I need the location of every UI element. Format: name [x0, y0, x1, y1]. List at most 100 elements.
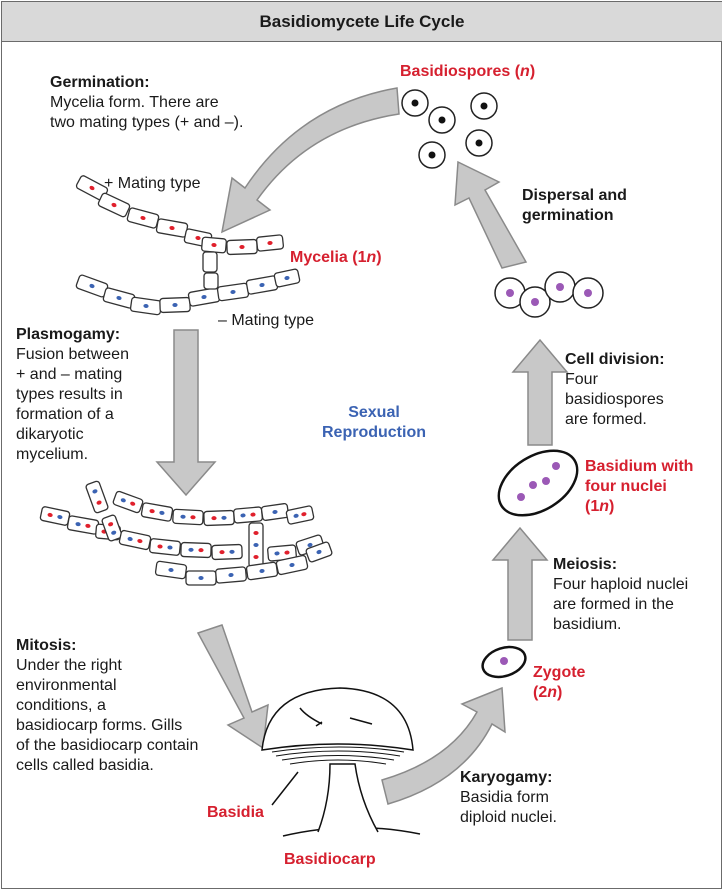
plasmogamy-line: formation of a	[16, 406, 114, 423]
spore	[544, 271, 576, 303]
basidium	[497, 449, 579, 517]
title-bar: Basidiomycete Life Cycle	[2, 2, 722, 42]
hypha-cell	[185, 570, 217, 586]
hypha-cell	[154, 560, 188, 580]
hypha-cell	[260, 502, 290, 522]
minus-mating-label: – Mating type	[218, 312, 315, 329]
zygote-line: (2n)	[533, 683, 585, 703]
arrow-meiosis	[491, 526, 549, 641]
basidium-label: Basidium with four nuclei (1n)	[585, 457, 693, 517]
mushroom-stalk	[317, 763, 379, 833]
hypha-cell	[203, 272, 219, 290]
basidia-label: Basidia	[207, 804, 264, 821]
spore	[401, 89, 429, 117]
dikaryotic-mycelium	[39, 480, 333, 586]
hypha-cell	[159, 296, 191, 314]
cell-division-text: Cell division: Four basidiospores are fo…	[565, 350, 665, 430]
dispersal-line: germination	[522, 207, 614, 224]
hypha-cell	[245, 275, 279, 295]
hypha-cell	[172, 508, 204, 526]
plasmogamy-heading: Plasmogamy:	[16, 326, 121, 343]
cell-division-line: basidiospores	[565, 391, 664, 408]
mitosis-line: basidiocarp forms. Gills	[16, 717, 183, 734]
meiosis-line: basidium.	[553, 616, 622, 633]
four-basidiospores	[494, 271, 604, 318]
center-label-line: Reproduction	[322, 424, 426, 441]
dispersal-line: Dispersal and	[522, 187, 627, 204]
hypha-cell	[126, 207, 160, 229]
cap-ridge-left	[299, 707, 323, 727]
mitosis-line: of the basidiocarp contain	[16, 737, 199, 754]
arrow-plasmogamy	[155, 329, 217, 497]
hypha-cell	[97, 192, 131, 218]
zygote-label: Zygote (2n)	[533, 663, 585, 703]
hypha-cell	[66, 515, 100, 535]
hypha-cell	[101, 514, 123, 542]
spore	[418, 141, 446, 169]
mycelia-name: Mycelia (1	[290, 249, 367, 266]
plasmogamy-line: dikaryotic	[16, 426, 84, 443]
free-basidiospores	[401, 89, 498, 169]
basidia-pointer	[271, 771, 299, 806]
cycle-arrows	[155, 87, 569, 805]
minus-mycelium	[75, 268, 301, 316]
plus-mating-label: + Mating type	[104, 175, 201, 192]
arrow-karyogamy	[381, 686, 506, 805]
germination-line: Mycelia form. There are	[50, 94, 219, 111]
plasmogamy-line: types results in	[16, 386, 123, 403]
hypha-cell	[216, 282, 250, 302]
arrow-dispersal	[454, 160, 528, 269]
plasmogamy-line: Fusion between	[16, 346, 129, 363]
basidiocarp-mushroom	[261, 687, 421, 837]
hypha-cell	[112, 490, 144, 514]
hypha-cell	[148, 538, 182, 556]
cap-ridge-right	[349, 717, 373, 725]
meiosis-heading: Meiosis:	[553, 556, 618, 573]
hypha-cell	[202, 251, 218, 273]
hypha-cell	[39, 506, 71, 526]
basidium-line: (1n)	[585, 497, 693, 517]
mycelia-close: )	[376, 249, 382, 266]
hypha-cell	[75, 274, 109, 298]
mitosis-line: environmental	[16, 677, 117, 694]
hypha-cell	[275, 554, 309, 576]
cell-division-line: are formed.	[565, 411, 647, 428]
hypha-cell	[201, 236, 227, 254]
plasmogamy-line: + and – mating	[16, 366, 123, 383]
mitosis-line: conditions, a	[16, 697, 106, 714]
sexual-reproduction-label: Sexual Reproduction	[322, 403, 426, 443]
hypha-cell	[285, 505, 315, 525]
hypha-cell	[129, 296, 163, 316]
hypha-cell	[140, 502, 174, 522]
cell-division-line: Four	[565, 371, 598, 388]
hypha-cell	[248, 522, 264, 568]
mushroom-gills	[271, 746, 405, 765]
karyogamy-text: Karyogamy: Basidia form diploid nuclei.	[460, 768, 557, 828]
hypha-cell	[245, 561, 279, 581]
basidium-line: Basidium with	[585, 458, 694, 475]
zygote-line: Zygote	[533, 664, 586, 681]
hypha-cell	[255, 234, 285, 252]
zygote-open: (2	[533, 684, 548, 701]
karyogamy-line: diploid nuclei.	[460, 809, 557, 826]
spore	[465, 129, 493, 157]
plasmogamy-line: mycelium.	[16, 446, 89, 463]
hypha-cell	[187, 287, 221, 307]
basidiospores-ploidy: n	[520, 63, 530, 80]
hypha-cell	[118, 529, 152, 551]
zygote	[481, 645, 527, 679]
hypha-cell	[226, 238, 258, 256]
diagram-title: Basidiomycete Life Cycle	[259, 11, 465, 31]
basidiospores-name: Basidiospores (	[400, 63, 521, 80]
arrow-germination	[220, 87, 400, 234]
mitosis-heading: Mitosis:	[16, 637, 77, 654]
hypha-cell	[215, 566, 247, 584]
basidium-open: (1	[585, 498, 600, 515]
spore	[428, 106, 456, 134]
mitosis-line: cells called basidia.	[16, 757, 154, 774]
hypha-cell	[85, 480, 109, 514]
meiosis-line: are formed in the	[553, 596, 674, 613]
